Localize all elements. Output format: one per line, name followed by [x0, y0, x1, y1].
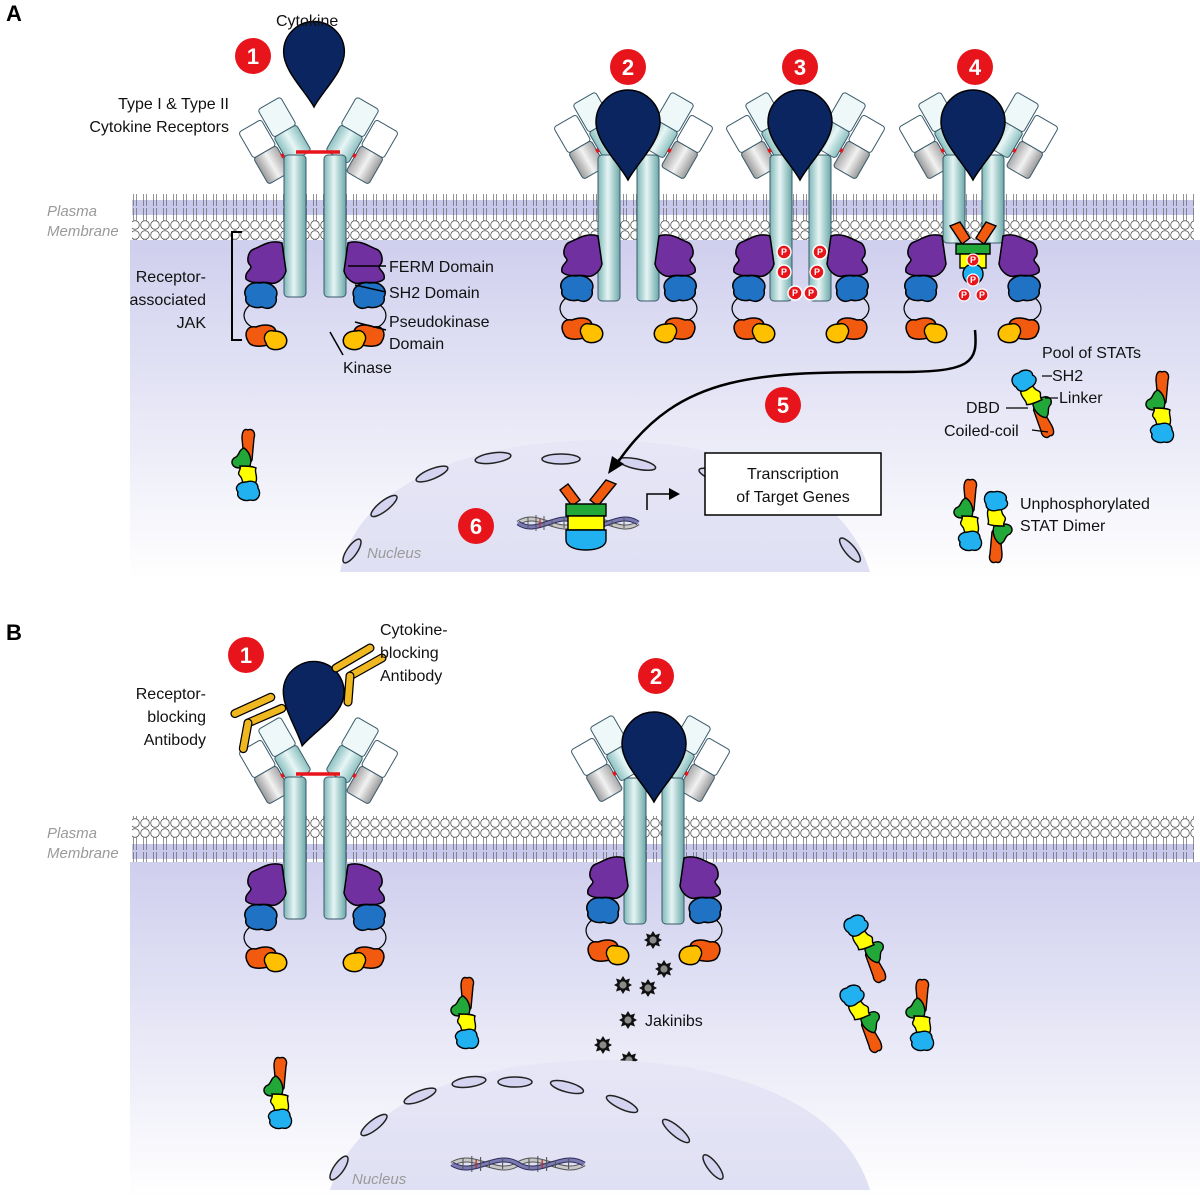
nucleus-label-b: Nucleus — [352, 1171, 407, 1188]
unphos-dimer-label-line2: STAT Dimer — [1020, 518, 1106, 535]
membrane-b-label-line2: Membrane — [47, 845, 119, 862]
receptor-blocking-label-line3: Antibody — [144, 732, 206, 749]
pseudokinase-label-line2: Domain — [389, 336, 444, 353]
nucleus-label-a: Nucleus — [367, 545, 422, 562]
jak-bracket — [231, 231, 242, 341]
cytokine-blocking-label-line1: Cytokine- — [380, 622, 448, 639]
svg-text:2: 2 — [622, 55, 634, 80]
svg-text:P: P — [961, 290, 967, 300]
svg-text:P: P — [979, 290, 985, 300]
step-badge-a6: 6 — [458, 508, 494, 544]
svg-text:P: P — [792, 288, 798, 298]
jakinibs-label: Jakinibs — [645, 1013, 703, 1030]
step-badge-a5: 5 — [765, 387, 801, 423]
panel-b: B Plasma Membrane Cytokine- blocking Ant… — [6, 620, 1200, 1198]
svg-text:1: 1 — [247, 44, 259, 69]
svg-text:P: P — [817, 247, 823, 257]
receptor-complex-step3: P P P P P P — [719, 89, 890, 344]
transcription-box — [704, 452, 882, 516]
receptor-blocking-label-line1: Receptor- — [136, 686, 206, 703]
sh2-domain-label: SH2 Domain — [389, 285, 480, 302]
transcription-label-line2: of Target Genes — [736, 489, 850, 506]
stat-dimer-bound-step4: P P P P — [948, 221, 998, 302]
svg-text:6: 6 — [470, 514, 482, 539]
jak-label-line3: JAK — [177, 315, 207, 332]
receptor-complex-b1 — [231, 648, 403, 973]
receptor-complex-step2 — [547, 89, 718, 344]
pool-of-stats-label: Pool of STATs — [1042, 345, 1141, 362]
receptors-label-line2: Cytokine Receptors — [89, 119, 229, 136]
svg-text:P: P — [970, 255, 976, 265]
receptor-complex-b2 — [564, 711, 735, 966]
membrane-label-line2: Membrane — [47, 223, 119, 240]
svg-text:5: 5 — [777, 393, 789, 418]
phospho-sites-step3: P P P P P P — [776, 244, 828, 301]
membrane-b-label-line1: Plasma — [47, 825, 97, 842]
step-badge-a4: 4 — [957, 49, 993, 85]
panel-b-letter: B — [6, 620, 22, 645]
svg-text:3: 3 — [794, 55, 806, 80]
receptor-complex-step1 — [232, 20, 403, 351]
jak-label-line2: associated — [130, 292, 207, 309]
svg-text:P: P — [808, 288, 814, 298]
transcription-label-line1: Transcription — [747, 466, 839, 483]
receptors-label-line1: Type I & Type II — [118, 96, 229, 113]
svg-text:4: 4 — [969, 55, 982, 80]
nuclear-envelope-b — [329, 1075, 724, 1181]
stat-dbd-label: DBD — [966, 400, 1000, 417]
receptor-blocking-label-line2: blocking — [147, 709, 206, 726]
cytokine-label: Cytokine — [276, 13, 338, 30]
stat-sh2-label: SH2 — [1052, 368, 1083, 385]
svg-text:P: P — [814, 267, 820, 277]
stat-linker-label: Linker — [1059, 390, 1103, 407]
step-badge-b2: 2 — [638, 658, 674, 694]
cytokine-blocking-label-line3: Antibody — [380, 668, 442, 685]
membrane-label-line1: Plasma — [47, 203, 97, 220]
pseudokinase-label-line1: Pseudokinase — [389, 314, 490, 331]
svg-text:P: P — [781, 267, 787, 277]
svg-text:P: P — [781, 247, 787, 257]
svg-text:P: P — [970, 275, 976, 285]
step-badge-b1: 1 — [228, 637, 264, 673]
panel-a-letter: A — [6, 1, 22, 26]
panel-a: A Plasma Membrane Cytokine Type I & Type… — [6, 1, 1200, 580]
stat-dimer-on-dna — [559, 479, 618, 551]
svg-text:2: 2 — [650, 664, 662, 689]
cytokine-blocking-label-line2: blocking — [380, 645, 439, 662]
receptor-complex-step4: P P P P — [892, 89, 1063, 344]
kinase-label: Kinase — [343, 360, 392, 377]
step-badge-a1: 1 — [235, 38, 271, 74]
stat-coiled-coil-label: Coiled-coil — [944, 423, 1019, 440]
translocation-arrow — [616, 329, 977, 463]
plasma-membrane — [132, 194, 1194, 240]
svg-text:1: 1 — [240, 643, 252, 668]
step-badge-a2: 2 — [610, 49, 646, 85]
jak-label-line1: Receptor- — [136, 269, 206, 286]
unphos-dimer-label-line1: Unphosphorylated — [1020, 496, 1150, 513]
step-badge-a3: 3 — [782, 49, 818, 85]
cytokine-step1 — [282, 20, 346, 108]
ferm-label: FERM Domain — [389, 259, 494, 276]
